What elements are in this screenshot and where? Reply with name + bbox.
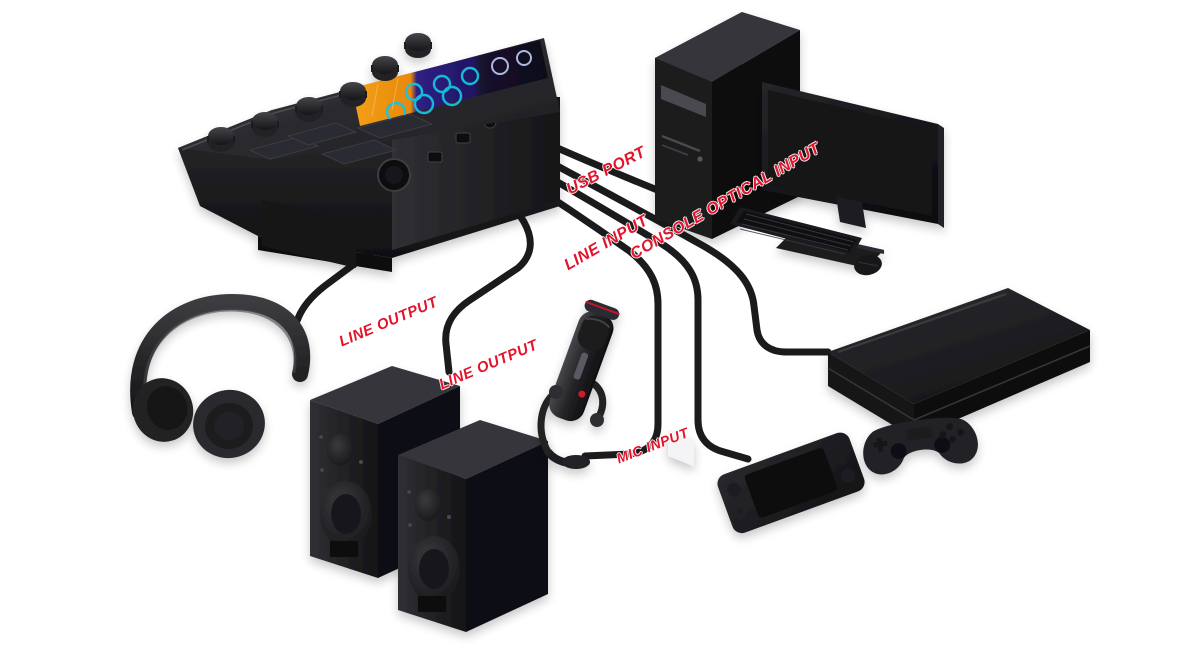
console-top-sheen [837,293,1007,353]
mixer-screen[interactable] [352,40,548,126]
headphone-band [130,293,311,420]
console-right [914,330,1090,438]
device-handheld[interactable] [715,430,868,536]
knob [295,97,323,122]
keyboard-key-rows [739,213,855,255]
device-pc-tower[interactable] [655,12,800,467]
mixer-pads[interactable] [248,113,434,165]
keyboard-keys [736,211,857,252]
mic-grille [577,315,609,351]
console-front [828,352,914,438]
device-headphones[interactable] [125,293,311,465]
device-keyboard[interactable] [730,207,862,256]
knob [371,56,399,81]
device-mouse[interactable] [852,252,884,277]
knob [404,33,432,58]
monitor-neck [836,196,866,228]
mixer-knobs[interactable] [207,33,432,152]
console-top [828,288,1090,404]
mic-stand-foot [562,455,590,469]
tower-details [661,85,706,467]
handheld-screen [744,447,838,518]
cable-console-optical-input [482,123,832,356]
mouse-body [854,254,882,276]
gamepad-touchpad [906,426,933,441]
gamepad-stick-right [934,436,951,453]
gamepad-dpad [873,437,888,452]
mic-pivot-left [549,385,563,399]
mic-slot [573,352,589,380]
handheld-stick-left [726,482,741,497]
headphone-band-highlight [143,308,297,408]
console-seam [827,345,1091,421]
gamepad-buttons [939,423,965,443]
mic-pivot-right [590,413,604,427]
knob [339,82,367,107]
handheld-dpad [733,508,753,524]
monitor-screen [768,90,932,216]
handheld-stick-right [841,468,856,483]
device-speaker-r[interactable] [398,420,548,632]
knob [251,112,279,137]
gamepad-body [863,417,978,475]
headphone-earcup-right [193,389,265,459]
tower-top [655,12,800,82]
device-microphone[interactable] [537,298,621,469]
speaker-r-top [398,420,548,479]
pad [286,122,358,146]
pad [248,136,320,160]
speaker-l-tweeter [327,434,353,466]
handheld-buttons [829,444,850,466]
device-monitor[interactable] [762,82,944,268]
gamepad-stick-left [890,443,907,460]
pad [320,139,398,165]
speaker-r-side [466,441,548,632]
device-mixer[interactable] [178,33,560,272]
speaker-l-port [330,541,358,557]
mixer-stand [262,200,356,268]
mixer-xlr-jack [377,158,411,192]
tower-front-face [655,58,712,239]
device-gamepad[interactable] [859,412,980,477]
pad [356,113,434,139]
speaker-r-port [418,596,446,612]
speaker-l-top [310,366,460,424]
knob [207,127,235,152]
monitor-panel-edge [938,124,944,228]
device-game-console[interactable] [827,288,1091,438]
headphone-earcup-left [132,378,194,442]
mixer-rear-panel [392,95,560,250]
speaker-r-tweeter [415,489,441,521]
mic-led [578,390,586,398]
